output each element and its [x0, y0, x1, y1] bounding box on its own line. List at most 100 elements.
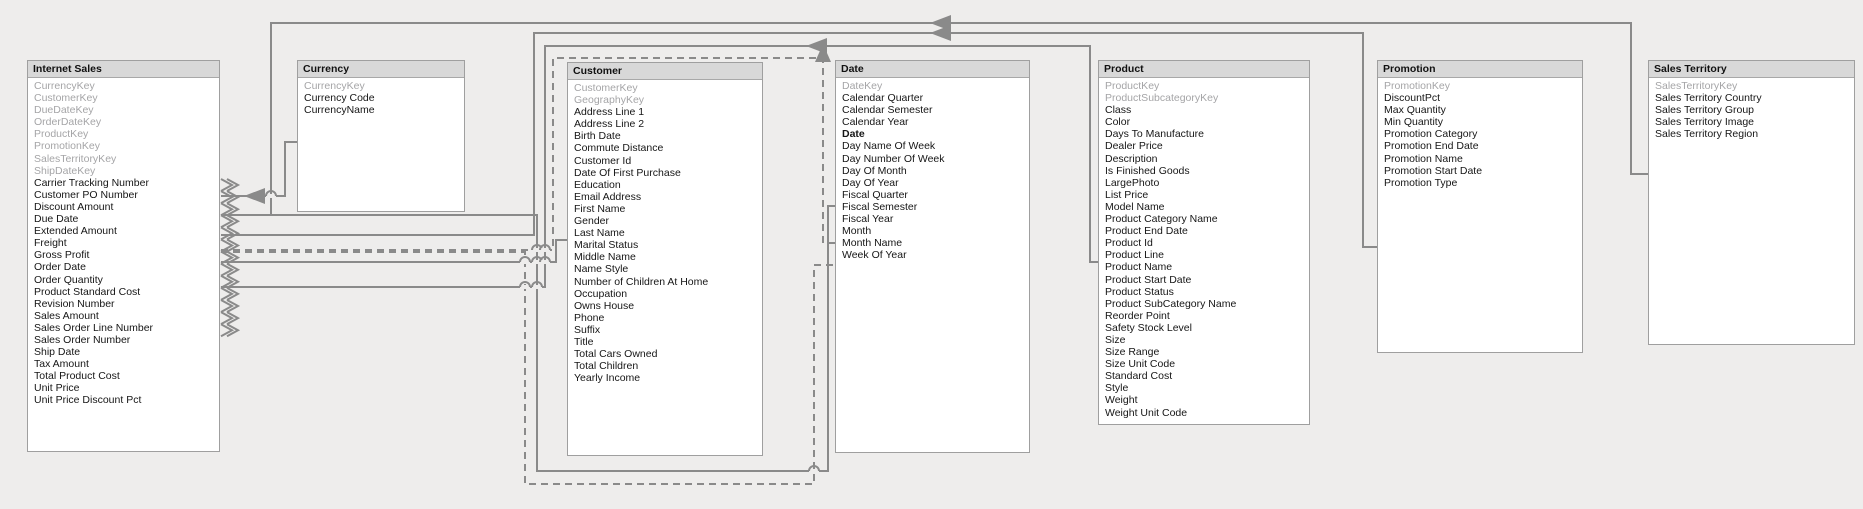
field-currency-code[interactable]: Currency Code	[304, 92, 375, 105]
field-address-line-1[interactable]: Address Line 1	[574, 106, 645, 119]
field-key-currencykey[interactable]: CurrencyKey	[304, 80, 365, 92]
field-carrier-tracking-number[interactable]: Carrier Tracking Number	[34, 176, 149, 189]
relationship-endpoint-chevron-icon[interactable]	[220, 214, 241, 229]
field-number-of-children-at-home[interactable]: Number of Children At Home	[574, 275, 709, 288]
field-sales-order-number[interactable]: Sales Order Number	[34, 333, 131, 346]
field-color[interactable]: Color	[1105, 116, 1131, 129]
field-model-name[interactable]: Model Name	[1105, 200, 1165, 213]
table-header-customer[interactable]: Customer	[568, 63, 762, 80]
relationship-endpoint-chevron-icon[interactable]	[220, 299, 241, 313]
field-style[interactable]: Style	[1105, 382, 1129, 395]
field-key-productkey[interactable]: ProductKey	[1105, 80, 1160, 92]
field-extended-amount[interactable]: Extended Amount	[34, 225, 117, 238]
field-product-line[interactable]: Product Line	[1105, 249, 1164, 262]
relationship-endpoint-chevron-icon[interactable]	[220, 323, 241, 338]
field-key-productkey[interactable]: ProductKey	[34, 128, 89, 141]
field-yearly-income[interactable]: Yearly Income	[574, 372, 641, 385]
field-customer-po-number[interactable]: Customer PO Number	[34, 188, 138, 201]
internet-sales-to-customer-line[interactable]	[221, 239, 567, 263]
field-product-end-date[interactable]: Product End Date	[1105, 225, 1188, 238]
field-key-shipdatekey[interactable]: ShipDateKey	[34, 164, 96, 177]
field-name-style[interactable]: Name Style	[574, 263, 629, 276]
field-standard-cost[interactable]: Standard Cost	[1105, 370, 1173, 383]
field-day-of-month[interactable]: Day Of Month	[842, 164, 907, 177]
field-phone[interactable]: Phone	[574, 311, 605, 324]
field-promotion-category[interactable]: Promotion Category	[1384, 128, 1478, 141]
field-key-salesterritorykey[interactable]: SalesTerritoryKey	[34, 152, 117, 165]
field-key-salesterritorykey[interactable]: SalesTerritoryKey	[1655, 80, 1738, 92]
field-list-price[interactable]: List Price	[1105, 188, 1149, 201]
field-sales-order-line-number[interactable]: Sales Order Line Number	[34, 321, 154, 334]
field-owns-house[interactable]: Owns House	[574, 299, 635, 312]
field-middle-name[interactable]: Middle Name	[574, 251, 636, 264]
field-occupation[interactable]: Occupation	[574, 287, 628, 300]
field-birth-date[interactable]: Birth Date	[574, 130, 621, 143]
field-unit-price[interactable]: Unit Price	[34, 382, 80, 395]
field-commute-distance[interactable]: Commute Distance	[574, 142, 664, 155]
relationship-arrow-icon[interactable]	[930, 25, 951, 41]
field-order-date[interactable]: Order Date	[34, 261, 86, 274]
field-week-of-year[interactable]: Week Of Year	[842, 249, 907, 262]
field-key-promotionkey[interactable]: PromotionKey	[1384, 80, 1450, 92]
field-day-number-of-week[interactable]: Day Number Of Week	[842, 152, 945, 165]
relationship-endpoint-chevron-icon[interactable]	[220, 190, 241, 204]
field-reorder-point[interactable]: Reorder Point	[1105, 309, 1170, 322]
field-last-name[interactable]: Last Name	[574, 227, 625, 240]
field-marital-status[interactable]: Marital Status	[574, 239, 639, 252]
relationship-arrow-icon[interactable]	[244, 188, 265, 204]
field-sales-territory-country[interactable]: Sales Territory Country	[1655, 92, 1762, 105]
field-largephoto[interactable]: LargePhoto	[1105, 176, 1160, 189]
field-promotion-end-date[interactable]: Promotion End Date	[1384, 140, 1479, 153]
field-key-currencykey[interactable]: CurrencyKey	[34, 80, 95, 92]
internet-sales-to-date-active-line[interactable]	[221, 205, 835, 472]
field-calendar-quarter[interactable]: Calendar Quarter	[842, 92, 924, 105]
field-fiscal-year[interactable]: Fiscal Year	[842, 213, 894, 226]
field-weight-unit-code[interactable]: Weight Unit Code	[1105, 406, 1188, 419]
field-fiscal-semester[interactable]: Fiscal Semester	[842, 200, 918, 213]
field-sales-amount[interactable]: Sales Amount	[34, 309, 99, 322]
field-key-promotionkey[interactable]: PromotionKey	[34, 140, 100, 153]
table-header-promotion[interactable]: Promotion	[1378, 61, 1582, 78]
field-date-of-first-purchase[interactable]: Date Of First Purchase	[574, 166, 681, 179]
field-due-date[interactable]: Due Date	[34, 213, 79, 226]
field-total-product-cost[interactable]: Total Product Cost	[34, 370, 120, 383]
field-product-name[interactable]: Product Name	[1105, 261, 1173, 274]
relationship-endpoint-chevron-icon[interactable]	[220, 202, 241, 217]
field-suffix[interactable]: Suffix	[574, 323, 601, 336]
field-sales-territory-image[interactable]: Sales Territory Image	[1655, 116, 1755, 129]
field-gender[interactable]: Gender	[574, 215, 610, 228]
field-gross-profit[interactable]: Gross Profit	[34, 249, 90, 262]
field-calendar-year[interactable]: Calendar Year	[842, 116, 909, 129]
relationship-endpoint-chevron-icon[interactable]	[220, 287, 241, 301]
field-order-quantity[interactable]: Order Quantity	[34, 273, 103, 286]
field-key-customerkey[interactable]: CustomerKey	[34, 92, 98, 105]
field-description[interactable]: Description	[1105, 152, 1158, 165]
field-address-line-2[interactable]: Address Line 2	[574, 118, 645, 131]
field-email-address[interactable]: Email Address	[574, 190, 642, 203]
field-promotion-start-date[interactable]: Promotion Start Date	[1384, 164, 1483, 177]
field-product-start-date[interactable]: Product Start Date	[1105, 273, 1192, 286]
field-product-status[interactable]: Product Status	[1105, 285, 1174, 298]
relationship-endpoint-chevron-icon[interactable]	[220, 250, 241, 265]
field-product-subcategory-name[interactable]: Product SubCategory Name	[1105, 297, 1237, 310]
field-safety-stock-level[interactable]: Safety Stock Level	[1105, 321, 1192, 334]
field-min-quantity[interactable]: Min Quantity	[1384, 116, 1443, 129]
field-key-orderdatekey[interactable]: OrderDateKey	[34, 116, 102, 129]
table-header-product[interactable]: Product	[1099, 61, 1309, 78]
relationship-endpoint-chevron-icon[interactable]	[220, 274, 241, 289]
table-header-currency[interactable]: Currency	[298, 61, 464, 78]
table-header-date[interactable]: Date	[836, 61, 1029, 78]
field-calendar-semester[interactable]: Calendar Semester	[842, 104, 933, 117]
relationship-endpoint-chevron-icon[interactable]	[220, 238, 241, 253]
field-month[interactable]: Month	[842, 225, 872, 238]
field-month-name[interactable]: Month Name	[842, 237, 903, 250]
field-day-of-year[interactable]: Day Of Year	[842, 176, 899, 189]
relationship-arrow-icon[interactable]	[815, 44, 831, 62]
field-total-cars-owned[interactable]: Total Cars Owned	[574, 348, 658, 361]
relationship-endpoint-chevron-icon[interactable]	[220, 226, 241, 241]
